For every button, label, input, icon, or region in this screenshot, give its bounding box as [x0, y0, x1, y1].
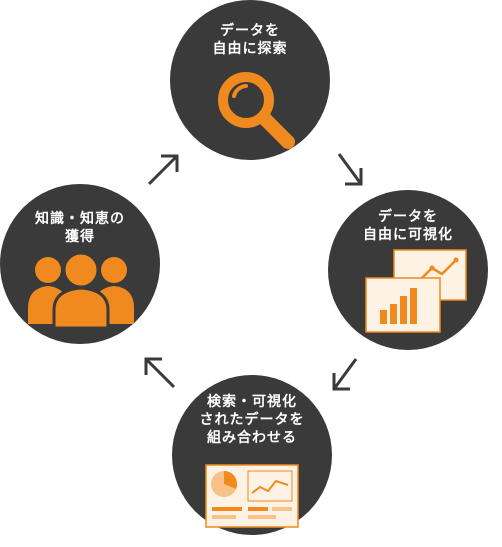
arrow-up-left-icon — [144, 357, 176, 389]
node-visualize-title: データを 自由に可視化 — [363, 209, 453, 243]
dashboard-icon — [205, 464, 299, 528]
node-visualize-data: データを 自由に可視化 — [328, 190, 488, 350]
node-combine-data: 検索・可視化 されたデータを 組み合わせる — [172, 375, 332, 535]
magnifier-icon — [218, 72, 295, 149]
arrow-up-right-icon — [147, 154, 179, 186]
node-combine-title: 検索・可視化 されたデータを 組み合わせる — [199, 394, 305, 446]
node-explore-data: データを 自由に探索 — [170, 0, 330, 160]
node-explore-title: データを 自由に探索 — [212, 23, 288, 57]
arrow-down-right-icon — [337, 153, 363, 186]
chart-panels-icon — [365, 249, 467, 333]
node-acquire-knowledge: 知識・知恵の 獲得 — [0, 184, 160, 344]
people-icon — [28, 251, 134, 330]
node-knowledge-title: 知識・知恵の 獲得 — [35, 211, 125, 245]
arrow-down-left-icon — [332, 358, 358, 391]
